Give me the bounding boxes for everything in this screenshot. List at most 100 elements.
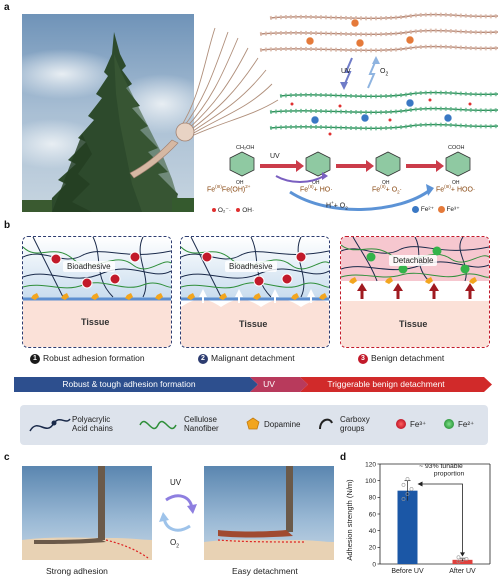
carboxy-group-icon (319, 418, 333, 430)
panel-label-b: b (4, 220, 11, 231)
fe-ii-o2: Fe(II)+ O2· (372, 184, 403, 195)
cellulose-chains-before (259, 12, 498, 53)
svg-text:OH: OH (312, 180, 320, 186)
fe2-icon (412, 205, 419, 213)
ch2oh-label: CH₂OH (236, 145, 254, 151)
bar (397, 490, 418, 564)
adhesion-box-1: Bioadhesive Tissue (22, 236, 172, 348)
panel-c-uv-label: UV (170, 478, 182, 487)
fe3-icon (437, 205, 445, 213)
data-point (409, 487, 414, 491)
y-tick-label: 80 (369, 495, 377, 502)
annotation-arrow (419, 483, 463, 555)
process-stage-1: Robust & tough adhesion formation (62, 379, 196, 389)
detachable-label: Detachable (389, 255, 438, 266)
svg-text:OH: OH (452, 180, 460, 186)
tissue-label-1: Tissue (81, 317, 110, 327)
uv-arrow-icon (340, 57, 353, 90)
cellulose-nanofiber-icon (139, 420, 177, 430)
photo-easy-detachment (204, 466, 334, 560)
annotation-arrowhead (417, 481, 423, 487)
fe2-released (366, 246, 470, 274)
legend-fe3: Fe³⁺ (410, 420, 427, 429)
glucose-rings (229, 151, 471, 177)
svg-text:OH: OH (236, 180, 244, 186)
y-tick-label: 120 (365, 461, 376, 468)
bar (452, 559, 473, 564)
panel-c-o2-label: O2 (170, 538, 180, 550)
dopamine-icon (246, 417, 260, 430)
adhesion-bar-chart: Adhesion strength (N/m) 0 20 40 60 80 100 120B… (345, 461, 491, 575)
data-point (405, 492, 410, 496)
panel-a-schematic: CH₂OH COOH OH OH OH OH UV (129, 12, 498, 211)
legend-dopamine: Dopamine (264, 420, 301, 429)
fiber-cross-section (175, 122, 195, 142)
o2-arrow-icon (367, 56, 380, 89)
photo-strong-adhesion (22, 466, 152, 560)
reaction-red-arrows (260, 160, 444, 172)
x-tick-label: After UV (449, 568, 476, 575)
annotation-arrowhead-down (460, 552, 465, 557)
h-plus-o2: H++ O2 (326, 200, 348, 211)
panel-a-legend: O₂⁻· OH· (212, 206, 254, 214)
y-axis-label: Adhesion strength (N/m) (345, 479, 354, 561)
bioadhesive-label-1: Bioadhesive (63, 261, 115, 272)
fe-oh-complex: Fe(III)Fe(OH)2+ (207, 184, 251, 194)
bioadhesive-label-2: Bioadhesive (225, 261, 277, 272)
y-tick-label: 20 (369, 545, 377, 552)
panel-label-a: a (4, 2, 10, 13)
process-arrow-bar (14, 377, 492, 392)
dopamine-markers (31, 293, 163, 300)
adhesion-box-3: Detachable Tissue (340, 236, 490, 348)
y-tick-label: 40 (369, 528, 377, 535)
fiber-bundle (179, 27, 279, 136)
y-tick-label: 60 (369, 511, 377, 518)
y-tick-label: 0 (372, 561, 376, 568)
polyacrylic-chain-icon (29, 418, 71, 432)
fe-ii-ho: Fe(II)+ HO· (300, 184, 333, 194)
data-point (401, 482, 406, 487)
caption-strong-adhesion: Strong adhesion (46, 566, 108, 576)
data-point (456, 555, 461, 560)
fe2-ion-markers (310, 98, 453, 125)
tissue-label-2: Tissue (239, 319, 268, 329)
cycle-arrow-bottom (289, 188, 431, 211)
svg-text:OH: OH (382, 180, 390, 186)
x-tick-label: Before UV (391, 568, 424, 575)
legend-fe2: Fe²⁺ (458, 420, 475, 429)
panel-label-d: d (340, 452, 347, 463)
fe-iii-hoo: Fe(III)+ HOO· (436, 184, 476, 194)
reaction-uv-label: UV (270, 153, 280, 160)
y-tick-label: 100 (365, 478, 376, 485)
cooh-label: COOH (448, 145, 465, 151)
data-point (456, 559, 461, 564)
caption-easy-detachment: Easy detachment (232, 566, 298, 576)
fe3-ion-markers (305, 18, 415, 48)
panel-label-c: c (4, 452, 10, 463)
panel-a-fe-legend: Fe²⁺ Fe³⁺ (412, 205, 460, 213)
cycle-arrow-top (275, 175, 325, 183)
data-point (460, 557, 465, 562)
data-point (405, 477, 410, 481)
tissue-label-3: Tissue (399, 319, 428, 329)
o2-label: O2 (380, 68, 389, 78)
cycle-icon (159, 494, 197, 532)
benign-up-arrows (357, 283, 475, 299)
detach-up-arrows (199, 289, 315, 303)
data-point (401, 497, 406, 501)
adhesion-box-2: Bioadhesive Tissue (180, 236, 330, 348)
data-point (464, 557, 469, 561)
annotation-text-2: proportion (434, 471, 465, 478)
fe2-icon (444, 419, 454, 429)
process-stage-2: UV (263, 379, 275, 389)
cellulose-chains-after (269, 90, 498, 136)
fe3-icon (396, 419, 406, 429)
process-stage-3: Triggerable benign detachment (327, 379, 445, 389)
